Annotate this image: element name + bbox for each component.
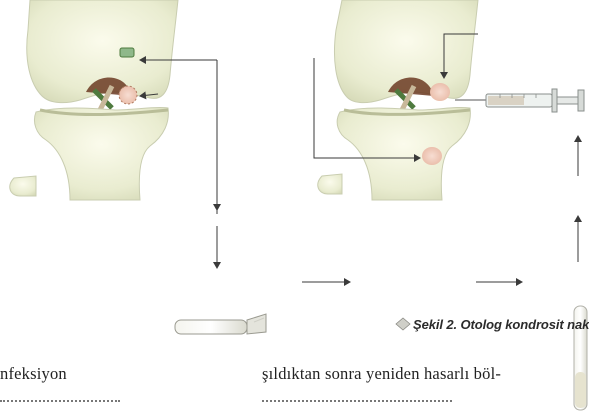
- caption-marker-icon: [396, 318, 410, 330]
- right-graft-femur: [430, 83, 450, 101]
- body-text-right-fragment: şıldıktan sonra yeniden hasarlı böl-: [262, 364, 501, 384]
- syringe-fluid: [488, 96, 524, 105]
- left-knee: [10, 0, 178, 200]
- right-tibia: [337, 107, 470, 200]
- figure-caption: Şekil 2. Otolog kondrosit nakli: [413, 317, 589, 332]
- syringe: [455, 89, 584, 112]
- left-harvest-site: [120, 48, 134, 57]
- right-graft-tibia: [422, 147, 442, 165]
- culture-tube: [175, 314, 266, 334]
- left-tibia: [34, 107, 168, 200]
- left-defect: [119, 86, 137, 104]
- right-knee: [318, 0, 478, 200]
- next-line-partial-right: [262, 390, 462, 406]
- next-line-partial-left: [0, 390, 130, 406]
- syringe-plunger: [557, 97, 579, 104]
- syringe-flange: [552, 89, 557, 112]
- left-fibula: [10, 176, 36, 196]
- body-text-left-fragment: nfeksiyon: [0, 364, 67, 384]
- right-fibula: [318, 174, 342, 194]
